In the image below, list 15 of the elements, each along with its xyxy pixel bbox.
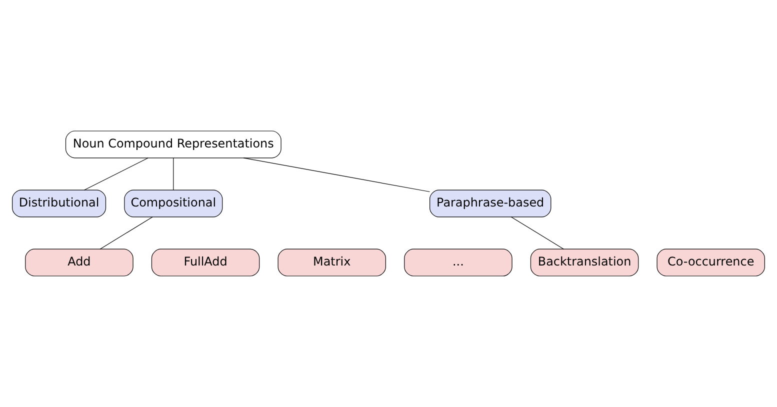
node-box: FullAdd: [151, 248, 260, 276]
connector: [100, 216, 153, 250]
connector: [243, 158, 430, 192]
node-box: Distributional: [12, 190, 106, 218]
connector: [510, 216, 564, 250]
node-box: Matrix: [278, 248, 386, 276]
node-box: Paraphrase-based: [430, 190, 552, 218]
node-box: Compositional: [124, 190, 223, 218]
connector: [84, 158, 148, 190]
node-box: Add: [25, 248, 134, 276]
node-box: Backtranslation: [530, 248, 639, 276]
connector: [173, 158, 174, 190]
node-box: Co-occurrence: [656, 248, 765, 276]
node-box: ...: [404, 248, 512, 276]
node-box: Noun Compound Representations: [65, 130, 282, 158]
